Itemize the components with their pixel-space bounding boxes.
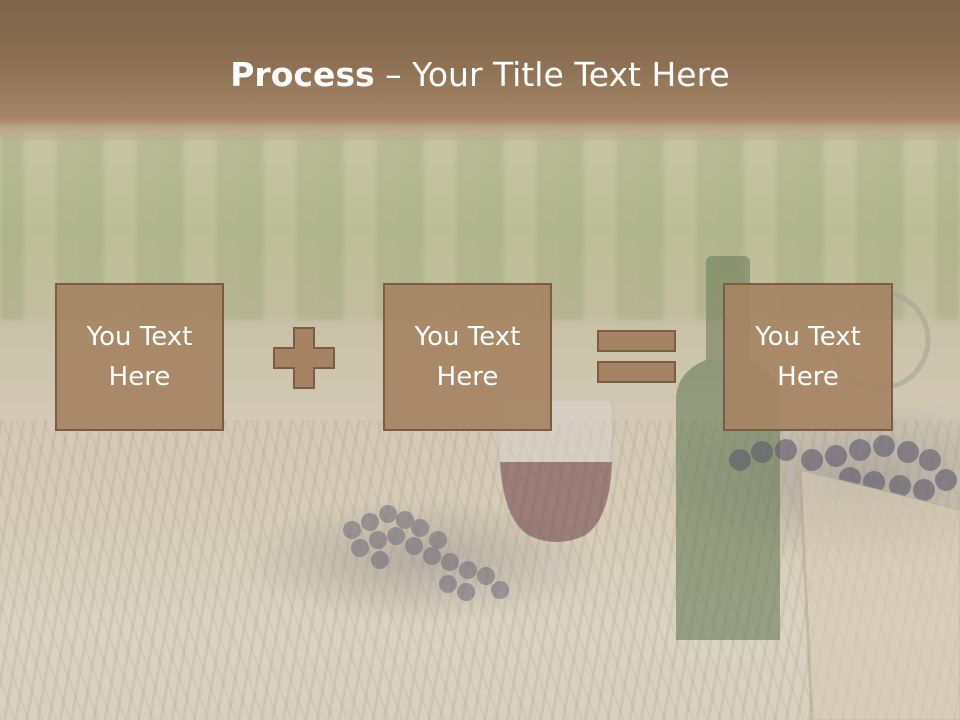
title-bold-text: Process [230, 55, 375, 94]
wine-glass [497, 399, 613, 584]
title-rest-text: – Your Title Text Here [374, 55, 730, 94]
process-result-box[interactable]: You Text Here [723, 283, 893, 431]
slide-title[interactable]: Process – Your Title Text Here [0, 54, 960, 96]
process-step-1-box[interactable]: You Text Here [55, 283, 224, 431]
process-step-1-text: You Text Here [86, 322, 193, 392]
process-step-2-text: You Text Here [414, 322, 521, 392]
plus-icon [273, 327, 335, 389]
grapes-cluster-ground [343, 505, 509, 601]
process-step-2-box[interactable]: You Text Here [383, 283, 552, 431]
title-band [0, 0, 960, 140]
process-result-text: You Text Here [755, 322, 861, 392]
equals-icon [597, 330, 676, 383]
grape-crate [729, 289, 960, 720]
